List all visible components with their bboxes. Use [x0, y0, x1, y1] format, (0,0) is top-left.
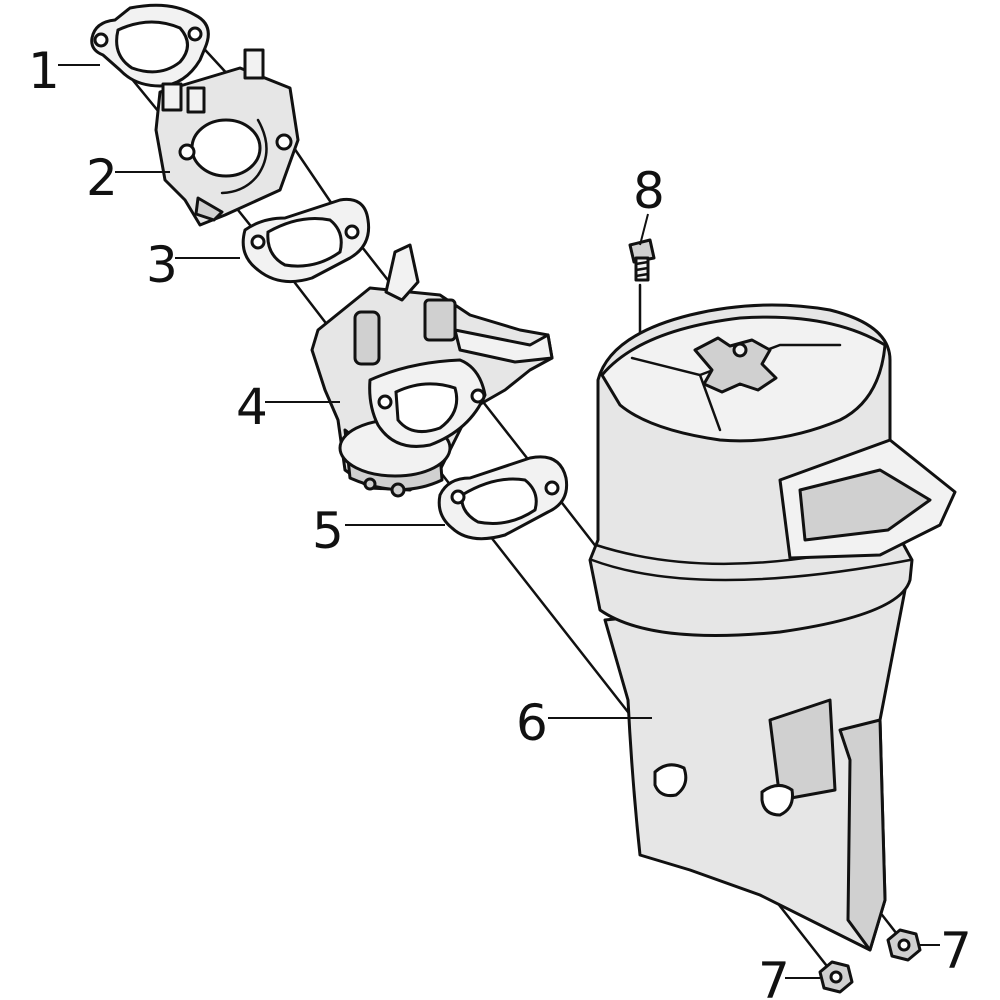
part-6-air-cleaner	[588, 303, 957, 952]
callout-2: 2	[86, 149, 118, 207]
leader-lines	[58, 64, 940, 979]
part-3-gasket	[241, 197, 371, 284]
part-2-insulator	[154, 48, 300, 227]
part-7-nut-lower	[818, 960, 854, 994]
callout-7-upper: 7	[940, 922, 972, 980]
part-7-nut-upper	[886, 928, 922, 962]
callout-7-lower: 7	[758, 952, 790, 1000]
callout-1: 1	[28, 42, 60, 100]
callout-5: 5	[312, 502, 344, 560]
part-1-gasket	[90, 3, 210, 88]
part-8-bolt	[628, 238, 656, 282]
callout-6: 6	[516, 694, 548, 752]
part-4-carburetor	[310, 243, 554, 498]
part-5-gasket	[437, 455, 569, 541]
callout-8: 8	[633, 162, 665, 220]
callout-4: 4	[236, 378, 268, 436]
callout-3: 3	[146, 236, 178, 294]
